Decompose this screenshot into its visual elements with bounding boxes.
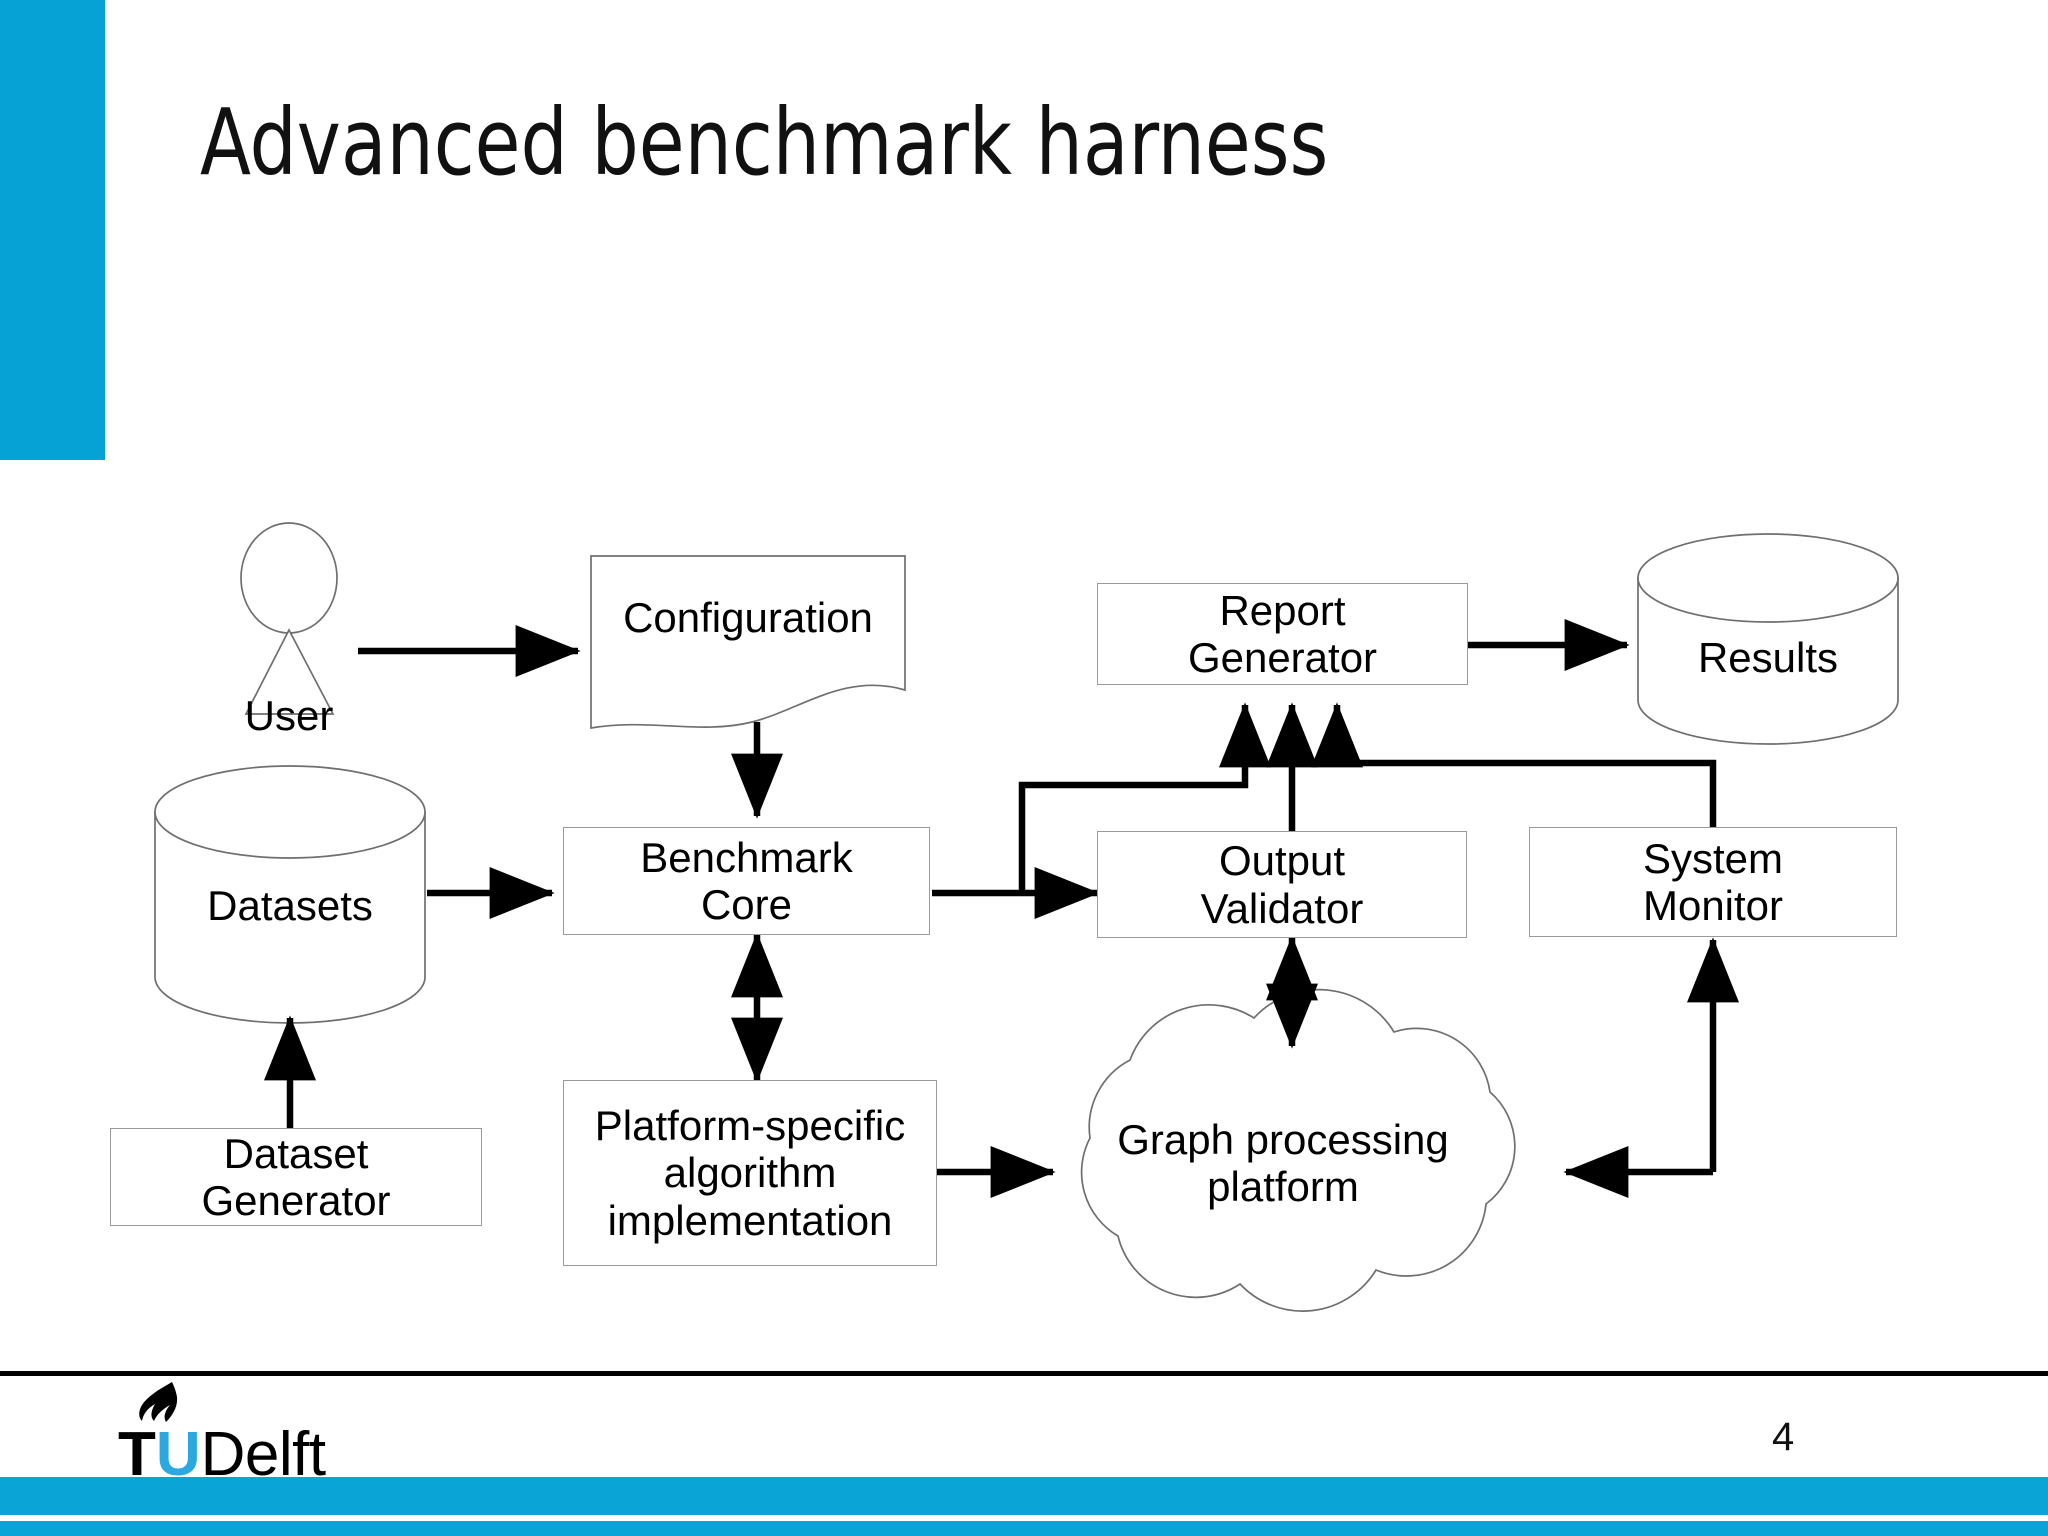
node-system-monitor[interactable] [1529, 827, 1897, 937]
node-results[interactable] [1637, 533, 1899, 745]
page-title: Advanced benchmark harness [200, 89, 1329, 196]
logo-word-delft: Delft [200, 1420, 326, 1489]
edge-benchmark-core-to-report-generator [1018, 702, 1271, 893]
logo-letter-u: U [155, 1420, 201, 1489]
tudelft-logo: TUDelft [118, 1382, 418, 1486]
node-user[interactable] [240, 522, 338, 715]
flame-icon [139, 1382, 178, 1422]
accent-bar-left [0, 0, 105, 460]
node-graph-platform[interactable] [1080, 988, 1516, 1312]
footer-bar-primary [0, 1477, 2048, 1515]
footer-bar-secondary [0, 1521, 2048, 1536]
edge-system-monitor-to-report-generator [1311, 702, 1717, 827]
node-benchmark-core[interactable] [563, 827, 930, 935]
node-report-generator[interactable] [1097, 583, 1468, 685]
footer-divider [0, 1371, 2048, 1376]
node-dataset-generator[interactable] [110, 1128, 482, 1226]
logo-letter-t: T [118, 1420, 156, 1489]
node-output-validator[interactable] [1097, 831, 1467, 938]
footer-bar-gap [0, 1515, 2048, 1521]
node-configuration[interactable] [590, 555, 906, 730]
node-platform-algorithm[interactable] [563, 1080, 937, 1266]
tudelft-wordmark: TUDelft [118, 1424, 326, 1486]
node-datasets[interactable] [154, 765, 426, 1024]
page-number: 4 [1772, 1415, 1795, 1459]
